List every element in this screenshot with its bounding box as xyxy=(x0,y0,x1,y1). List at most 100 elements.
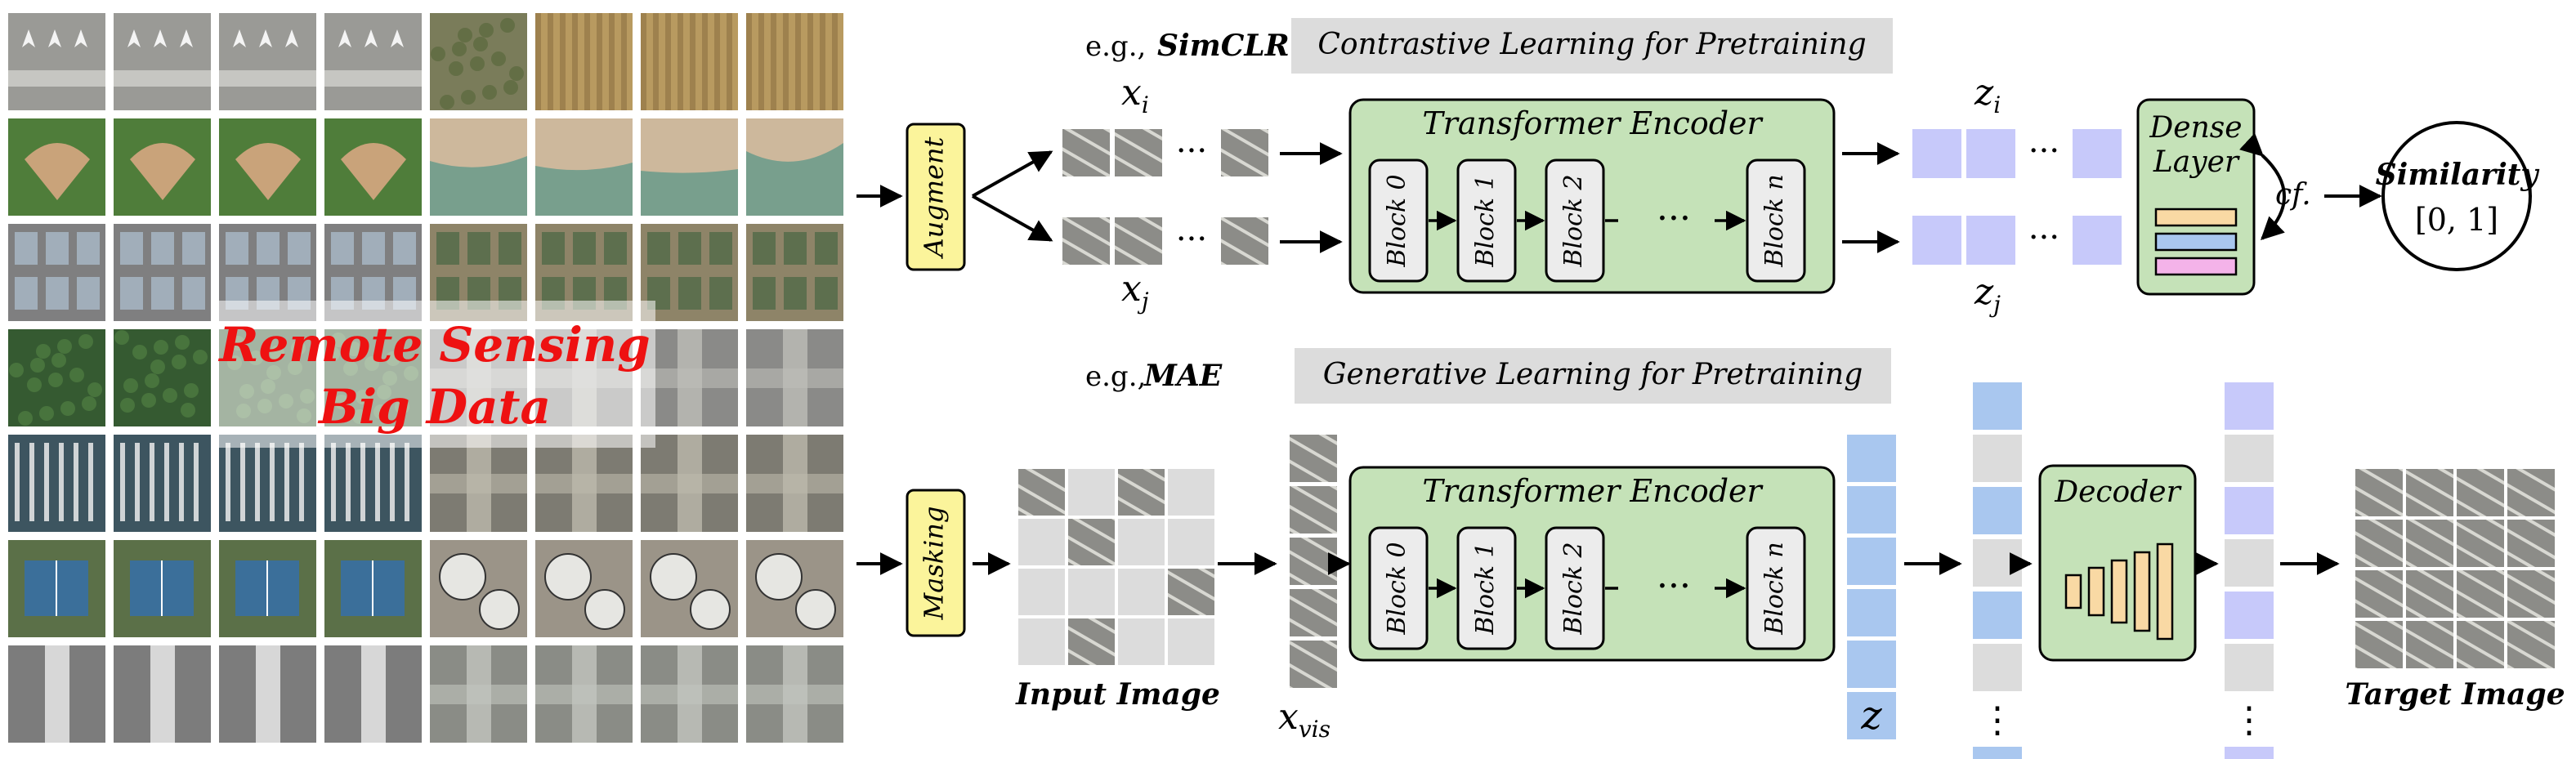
decoder-output-column: ⋮ xyxy=(2225,382,2274,759)
decoder-bar xyxy=(2156,542,2174,641)
mosaic-tile-runway xyxy=(8,645,105,743)
dense-label-line1: Dense xyxy=(2149,111,2242,145)
simclr-banner xyxy=(1291,18,1893,74)
target-patch xyxy=(2507,520,2555,567)
target-patch xyxy=(2457,570,2504,618)
target-patch xyxy=(2457,469,2504,516)
input-image-label: Input Image xyxy=(1015,677,1220,712)
similarity-label: Similarity xyxy=(2376,158,2540,192)
mosaic-tile-residential xyxy=(746,224,843,321)
mosaic-tile-harbor xyxy=(219,435,316,532)
visible-patch xyxy=(1290,538,1337,585)
target-patch xyxy=(2507,570,2555,618)
view-j-label: xj xyxy=(1121,268,1149,315)
latent-token xyxy=(1847,641,1896,688)
target-patch xyxy=(2406,570,2453,618)
encoder-block-0: Block 0 xyxy=(1368,526,1429,650)
zi-label: zi xyxy=(1974,72,2001,118)
mosaic-tile-runway xyxy=(324,645,422,743)
encoded-token xyxy=(2225,747,2274,759)
target-patch xyxy=(2406,469,2453,516)
similarity-range: [0, 1] xyxy=(2415,202,2498,238)
mosaic-tile-harbor xyxy=(114,435,211,532)
mosaic-overlay-band xyxy=(214,301,655,448)
decoder-bar xyxy=(2110,559,2128,624)
encoder-block-label: Block 0 xyxy=(1383,542,1411,635)
mosaic-tile-storage-tanks xyxy=(430,540,527,637)
augment-box xyxy=(906,123,966,271)
encoder-block-2: Block 2 xyxy=(1545,158,1605,283)
view-j-ellipsis: ··· xyxy=(1176,221,1207,258)
mosaic-tile-overpass xyxy=(641,645,738,743)
visible-patch xyxy=(1290,589,1337,636)
encoder-block-label: Block 1 xyxy=(1471,542,1500,635)
generative-branch: Masking Generative Learning for Pretrain… xyxy=(856,348,2565,759)
visible-patch xyxy=(1068,618,1115,665)
mosaic-tile-runway xyxy=(114,645,211,743)
encoder-block-2: Block 2 xyxy=(1545,526,1605,650)
augment-label: Augment xyxy=(919,136,950,259)
simclr-banner-text: Contrastive Learning for Pretraining xyxy=(1317,28,1866,61)
target-patch xyxy=(2355,621,2403,668)
mosaic-tile-tennis-court xyxy=(8,540,105,637)
token xyxy=(1912,216,1961,265)
mosaic-tile-airport xyxy=(219,13,316,110)
input-image-masked-grid xyxy=(1018,469,1214,665)
mosaic-tile-baseball-field xyxy=(8,118,105,216)
masked-patch xyxy=(1118,618,1165,665)
patch xyxy=(1062,129,1110,176)
mosaic-tile-beach xyxy=(641,118,738,216)
masking-box xyxy=(906,489,966,637)
full-token-sequence-column: ⋮ xyxy=(1973,382,2022,759)
visible-patch xyxy=(1290,641,1337,688)
visible-patch xyxy=(1168,569,1214,615)
mask-token xyxy=(1973,435,2022,482)
target-patch xyxy=(2406,621,2453,668)
view-j-patches xyxy=(1062,217,1268,265)
mask-token xyxy=(2225,644,2274,691)
decoder-bar xyxy=(2133,551,2151,632)
encoder-block-3: Block n xyxy=(1746,158,1806,283)
remote-sensing-mosaic xyxy=(8,13,843,743)
decoder-bars xyxy=(2064,542,2174,641)
dense-bar-blue xyxy=(2154,232,2238,252)
xvis-label: xvis xyxy=(1278,696,1330,743)
latent-token xyxy=(1847,435,1896,482)
similarity-circle xyxy=(2381,121,2532,271)
mosaic-tile-airport xyxy=(324,13,422,110)
view-i-label: xi xyxy=(1121,72,1149,118)
zj-tokens xyxy=(1912,216,2122,265)
mosaic-tile-beach xyxy=(535,118,633,216)
masked-patch xyxy=(1118,519,1165,565)
target-patch xyxy=(2507,621,2555,668)
patch xyxy=(1115,217,1162,265)
target-patch xyxy=(2355,469,2403,516)
mosaic-tile-intersection xyxy=(535,435,633,532)
zi-tokens xyxy=(1912,129,2122,178)
mosaic-tile-forest xyxy=(8,329,105,426)
mosaic-tile-airport xyxy=(8,13,105,110)
overlay-title-line1: Remote Sensing xyxy=(217,317,650,373)
encoded-token xyxy=(2225,382,2274,430)
token xyxy=(1966,129,2015,178)
mae-example-name: MAE xyxy=(1143,359,1223,393)
masked-patch xyxy=(1168,469,1214,516)
mask-token xyxy=(2225,539,2274,587)
encoder-block-3: Block n xyxy=(1746,526,1806,650)
encoded-token xyxy=(2225,592,2274,639)
patch xyxy=(1115,129,1162,176)
token xyxy=(2073,129,2122,178)
mask-token xyxy=(1973,539,2022,587)
target-patch xyxy=(2457,520,2504,567)
simclr-example-name: SimCLR xyxy=(1157,29,1290,63)
masked-patch xyxy=(1118,569,1165,615)
cf-compare-arrow xyxy=(2239,132,2286,240)
encoder-block-label: Block 2 xyxy=(1559,542,1588,635)
mae-banner xyxy=(1295,348,1891,404)
masked-patch xyxy=(1168,519,1214,565)
visible-patch xyxy=(1068,519,1115,565)
target-patch xyxy=(2457,621,2504,668)
